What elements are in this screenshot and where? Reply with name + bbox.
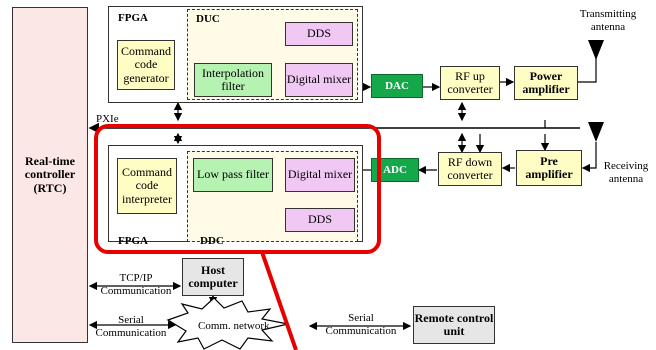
fpga-bottom-label: FPGA	[118, 235, 148, 247]
receiving-antenna-label: Receiving antenna	[603, 160, 649, 185]
ddc-highlight-box	[94, 124, 381, 254]
power-amplifier-block: Power amplifier	[514, 66, 578, 100]
rtc-label: Real-time controller (RTC)	[24, 154, 76, 195]
transmitting-antenna-label: Transmitting antenna	[579, 8, 637, 33]
low-pass-filter-block: Low pass filter	[193, 158, 273, 192]
host-computer-block: Host computer	[182, 258, 244, 296]
remote-control-unit-block: Remote control unit	[413, 306, 495, 344]
rf-down-converter-block: RF down converter	[438, 152, 502, 186]
fpga-top-label: FPGA	[118, 12, 148, 24]
serial-right-label: Serial Communication	[325, 312, 397, 337]
interpolation-filter-block: Interpolation filter	[194, 63, 272, 97]
tcpip-label: TCP/IP Communication	[100, 272, 172, 297]
duc-label: DUC	[196, 13, 220, 25]
ddc-label: DDC	[200, 235, 224, 247]
transmitting-antenna-icon	[588, 40, 604, 60]
rf-up-converter-block: RF up converter	[440, 66, 500, 100]
duc-digital-mixer-block: Digital mixer	[285, 63, 353, 97]
ddc-dds-block: DDS	[285, 208, 355, 232]
serial-left-label: Serial Communication	[95, 314, 167, 339]
duc-dds-block: DDS	[285, 22, 353, 46]
pxie-label: PXIe	[96, 113, 119, 125]
ddc-digital-mixer-block: Digital mixer	[285, 158, 355, 192]
rtc-block: Real-time controller (RTC)	[12, 7, 88, 343]
receiving-antenna-icon	[588, 122, 604, 142]
dac-block: DAC	[371, 74, 423, 98]
comm-network-label: Comm. network	[198, 320, 270, 332]
highlight-pointer	[260, 251, 298, 350]
command-code-interpreter-block: Command code interpreter	[117, 158, 177, 214]
command-code-generator-block: Command code generator	[117, 40, 175, 90]
pre-amplifier-block: Pre amplifier	[516, 150, 582, 186]
